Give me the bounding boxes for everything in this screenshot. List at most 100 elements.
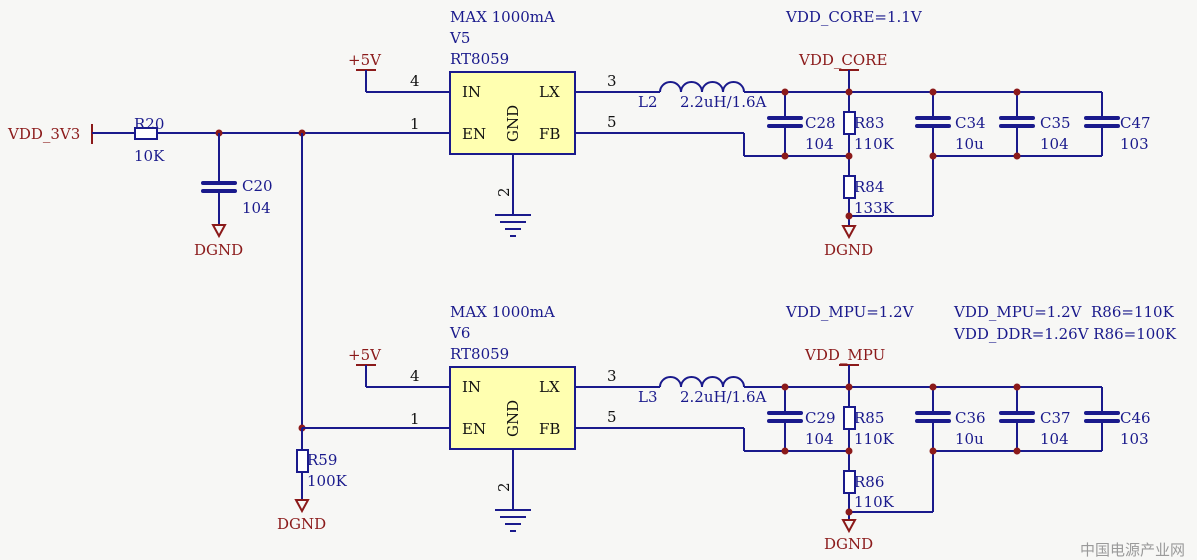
pin-lx-label: LX xyxy=(539,83,560,101)
c29-value: 104 xyxy=(805,430,834,448)
pin-fb-number: 5 xyxy=(607,408,617,426)
dgnd-label: DGND xyxy=(277,515,326,533)
r86-value: 110K xyxy=(854,493,895,511)
l3-value: 2.2uH/1.6A xyxy=(680,388,767,406)
l3-ref: L3 xyxy=(638,388,658,406)
junction xyxy=(845,212,853,220)
dgnd-symbol xyxy=(211,224,227,239)
pin-lx-number: 3 xyxy=(607,367,617,385)
c37-ref: C37 xyxy=(1040,409,1071,427)
pin-lx-number: 3 xyxy=(607,72,617,90)
r59-ref: R59 xyxy=(307,451,337,469)
note-vdd-ddr-r86: VDD_DDR=1.26V R86=100K xyxy=(953,325,1177,343)
pin-en-label: EN xyxy=(462,420,486,438)
v5-part-number: RT8059 xyxy=(450,50,509,68)
vdd-core-label: VDD_CORE xyxy=(798,51,887,69)
r85-ref: R85 xyxy=(854,409,884,427)
r20-value: 10K xyxy=(134,147,165,165)
inductor-l2 xyxy=(659,81,745,93)
pin-fb-label: FB xyxy=(539,125,560,143)
r85-value: 110K xyxy=(854,430,895,448)
pin-en-number: 1 xyxy=(410,115,420,133)
v5-designator: V5 xyxy=(449,29,470,47)
c47-ref: C47 xyxy=(1120,114,1151,132)
plus5v-label: +5V xyxy=(348,51,382,69)
junction xyxy=(845,88,853,96)
input-section: VDD_3V3 R20 10K C20 104 DGND R59 100K DG… xyxy=(7,115,450,533)
r83-ref: R83 xyxy=(854,114,884,132)
v5-max-current: MAX 1000mA xyxy=(450,8,555,26)
pin-gnd-number: 2 xyxy=(495,187,513,197)
junction xyxy=(929,88,937,96)
dgnd-label: DGND xyxy=(824,241,873,259)
junction xyxy=(845,152,853,160)
vdd-mpu-label: VDD_MPU xyxy=(804,346,885,364)
junction xyxy=(1013,152,1021,160)
c46-ref: C46 xyxy=(1120,409,1151,427)
junction xyxy=(781,383,789,391)
regulator-v5-section: MAX 1000mA V5 RT8059 +5V 4 1 IN EN LX FB… xyxy=(348,8,1151,259)
c29-ref: C29 xyxy=(805,409,836,427)
c35-ref: C35 xyxy=(1040,114,1071,132)
junction xyxy=(845,383,853,391)
pin-in-number: 4 xyxy=(410,367,420,385)
vdd-mpu-note: VDD_MPU=1.2V xyxy=(785,303,915,321)
pin-gnd-number: 2 xyxy=(495,482,513,492)
regulator-v6-section: MAX 1000mA V6 RT8059 +5V 4 1 IN EN LX FB… xyxy=(348,303,1177,553)
dgnd-label: DGND xyxy=(824,535,873,553)
r84-ref: R84 xyxy=(854,178,884,196)
c28-value: 104 xyxy=(805,135,834,153)
junction xyxy=(781,152,789,160)
pin-gnd-label: GND xyxy=(504,400,522,437)
pin-en-number: 1 xyxy=(410,410,420,428)
c34-value: 10u xyxy=(955,135,984,153)
r86-ref: R86 xyxy=(854,473,884,491)
c47-value: 103 xyxy=(1120,135,1149,153)
junction xyxy=(1013,447,1021,455)
dgnd-symbol xyxy=(294,499,310,514)
pin-lx-label: LX xyxy=(539,378,560,396)
vdd-core-note: VDD_CORE=1.1V xyxy=(785,8,923,26)
c20-ref: C20 xyxy=(242,177,273,195)
l2-ref: L2 xyxy=(638,93,658,111)
pin-in-label: IN xyxy=(462,83,481,101)
pin-in-number: 4 xyxy=(410,72,420,90)
c36-value: 10u xyxy=(955,430,984,448)
note-vdd-mpu-r86: VDD_MPU=1.2V R86=110K xyxy=(953,303,1175,321)
junction xyxy=(781,447,789,455)
v6-part-number: RT8059 xyxy=(450,345,509,363)
junction xyxy=(1013,383,1021,391)
dgnd-label: DGND xyxy=(194,241,243,259)
v6-designator: V6 xyxy=(449,324,470,342)
junction xyxy=(929,383,937,391)
c35-value: 104 xyxy=(1040,135,1069,153)
c37-value: 104 xyxy=(1040,430,1069,448)
pin-en-label: EN xyxy=(462,125,486,143)
v6-max-current: MAX 1000mA xyxy=(450,303,555,321)
pin-fb-label: FB xyxy=(539,420,560,438)
vdd-3v3-label: VDD_3V3 xyxy=(7,125,80,143)
c34-ref: C34 xyxy=(955,114,986,132)
r84-value: 133K xyxy=(854,199,895,217)
dgnd-symbol xyxy=(841,225,857,240)
l2-value: 2.2uH/1.6A xyxy=(680,93,767,111)
pin-gnd-label: GND xyxy=(504,105,522,142)
pin-fb-number: 5 xyxy=(607,113,617,131)
junction xyxy=(1013,88,1021,96)
junction xyxy=(845,508,853,516)
r20-ref: R20 xyxy=(134,115,164,133)
c20-value: 104 xyxy=(242,199,271,217)
dgnd-symbol xyxy=(841,519,857,534)
c46-value: 103 xyxy=(1120,430,1149,448)
watermark: 中国电源产业网 xyxy=(1080,541,1185,559)
pin-in-label: IN xyxy=(462,378,481,396)
junction xyxy=(845,447,853,455)
junction xyxy=(929,447,937,455)
plus5v-label: +5V xyxy=(348,346,382,364)
junction xyxy=(929,152,937,160)
c28-ref: C28 xyxy=(805,114,836,132)
r83-value: 110K xyxy=(854,135,895,153)
ic-rt8059-v5 xyxy=(449,71,576,155)
junction xyxy=(781,88,789,96)
